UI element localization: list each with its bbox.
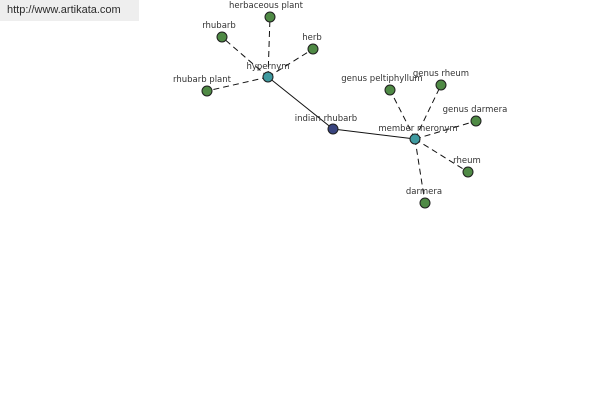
node-label-rhubarb[interactable]: rhubarb bbox=[202, 21, 236, 31]
node-label-rheum[interactable]: rheum bbox=[453, 156, 481, 166]
node-indian-rhubarb[interactable] bbox=[327, 123, 339, 135]
edge-member-meronym-to-rheum bbox=[414, 138, 469, 173]
node-label-genus-darmera[interactable]: genus darmera bbox=[443, 105, 508, 115]
edge-hypernym-to-rhubarb-plant bbox=[206, 76, 269, 92]
node-label-rhubarb-plant[interactable]: rhubarb plant bbox=[173, 75, 232, 85]
edges-layer bbox=[206, 16, 477, 204]
node-genus-peltiphyllum[interactable] bbox=[384, 84, 396, 96]
node-label-member-meronym[interactable]: member meronym bbox=[378, 124, 457, 134]
edge-member-meronym-to-genus-peltiphyllum bbox=[389, 89, 416, 140]
edge-indian-rhubarb-to-hypernym bbox=[267, 76, 334, 130]
node-hypernym[interactable] bbox=[262, 71, 274, 83]
edge-hypernym-to-rhubarb bbox=[221, 36, 269, 78]
node-darmera[interactable] bbox=[419, 197, 431, 209]
edge-member-meronym-to-darmera bbox=[414, 138, 426, 204]
node-genus-rheum[interactable] bbox=[435, 79, 447, 91]
node-member-meronym[interactable] bbox=[409, 133, 421, 145]
node-label-hypernym[interactable]: hypernym bbox=[246, 62, 289, 72]
node-rhubarb-plant[interactable] bbox=[201, 85, 213, 97]
node-label-genus-peltiphyllum[interactable]: genus peltiphyllum bbox=[341, 74, 422, 84]
node-label-herbaceous-plant[interactable]: herbaceous plant bbox=[229, 1, 304, 11]
node-label-herb[interactable]: herb bbox=[302, 33, 322, 43]
source-url-banner[interactable]: http://www.artikata.com bbox=[0, 0, 139, 21]
node-label-indian-rhubarb[interactable]: indian rhubarb bbox=[295, 114, 357, 124]
nodes-layer bbox=[201, 11, 482, 209]
edge-member-meronym-to-genus-darmera bbox=[414, 120, 477, 140]
edge-indian-rhubarb-to-member-meronym bbox=[332, 128, 416, 140]
edge-hypernym-to-herb bbox=[267, 48, 314, 78]
node-rheum[interactable] bbox=[462, 166, 474, 178]
node-herbaceous-plant[interactable] bbox=[264, 11, 276, 23]
node-rhubarb[interactable] bbox=[216, 31, 228, 43]
node-herb[interactable] bbox=[307, 43, 319, 55]
edge-hypernym-to-herbaceous-plant bbox=[267, 16, 271, 78]
node-label-genus-rheum[interactable]: genus rheum bbox=[413, 69, 469, 79]
node-label-darmera[interactable]: darmera bbox=[406, 187, 442, 197]
labels-layer: indian rhubarb hypernym member meronym herb… bbox=[173, 1, 507, 197]
node-genus-darmera[interactable] bbox=[470, 115, 482, 127]
